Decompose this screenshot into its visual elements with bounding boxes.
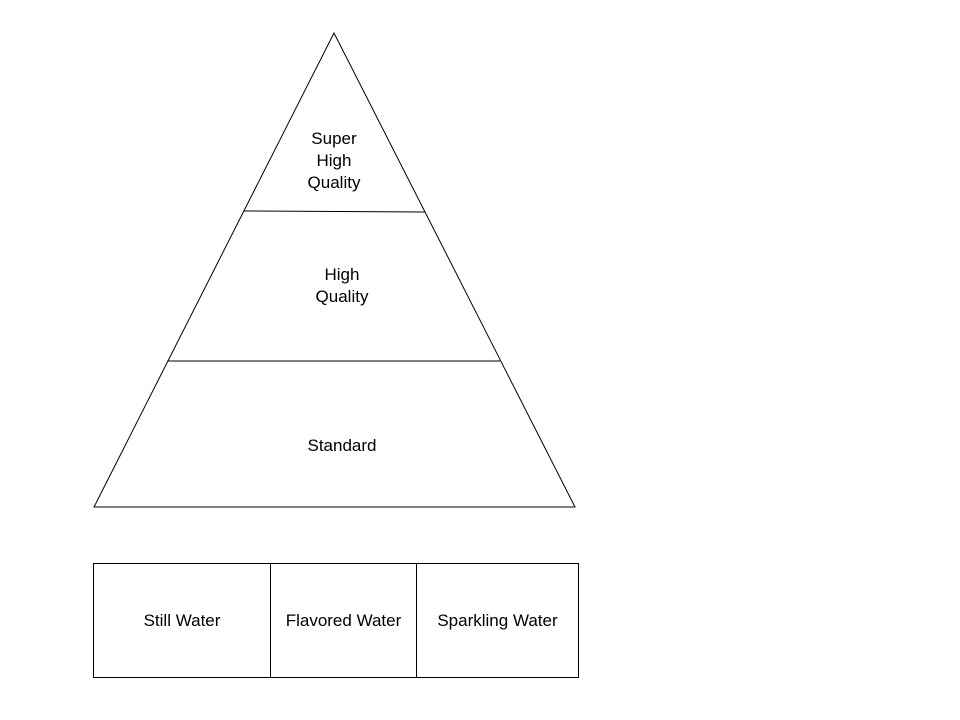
category-box-sparkling-water: Sparkling Water xyxy=(416,564,578,677)
tier-divider-top xyxy=(243,210,426,213)
tier-label-line: High xyxy=(324,265,360,284)
category-label: Sparkling Water xyxy=(437,610,558,630)
category-label: Flavored Water xyxy=(285,610,402,630)
category-row: Still Water Flavored Water Sparkling Wat… xyxy=(93,563,579,678)
tier-label-line: Super xyxy=(311,129,357,148)
tier-label-line: Quality xyxy=(315,287,369,306)
tier-label-line: Standard xyxy=(307,436,377,455)
tier-super-high-quality: Super High Quality xyxy=(308,128,361,194)
tier-label-line: High xyxy=(316,151,352,170)
pyramid-outline xyxy=(93,31,576,508)
tier-high-quality: High Quality xyxy=(316,264,369,308)
category-label: Still Water xyxy=(143,610,221,630)
tier-label-line: Quality xyxy=(307,173,361,192)
tier-standard: Standard xyxy=(308,435,377,457)
category-box-still-water: Still Water xyxy=(94,564,270,677)
category-box-flavored-water: Flavored Water xyxy=(270,564,416,677)
